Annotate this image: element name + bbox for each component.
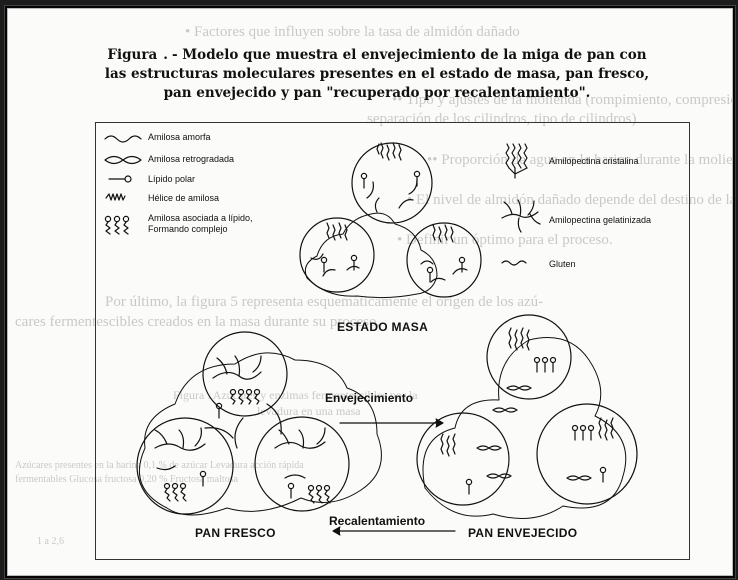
gluten-wave-icon [501, 260, 527, 266]
dough-circle-left [299, 217, 375, 293]
twisted-chain-icon [104, 155, 142, 165]
caption-text: - Modelo que muestra el envejecimiento d… [171, 47, 647, 63]
stage-label-dough: ESTADO MASA [337, 320, 429, 334]
dough-circle-right [406, 222, 482, 298]
stale-circle-left [416, 412, 510, 506]
fresh-circle-right [254, 416, 350, 512]
stage-label-stale: PAN ENVEJECIDO [468, 526, 578, 540]
branch-tree-icon [501, 199, 541, 233]
ghost-text-line: fermentables Glucosa fructosa 0,20 % Fru… [15, 474, 238, 485]
aging-arrow [339, 418, 444, 428]
legend-label-helice-amilosa: Hélice de amilosa [148, 193, 220, 203]
figure-label: Figura [107, 47, 158, 63]
wavy-line-icon [104, 135, 142, 143]
legend-label-amilopectina-cristalina: Amilopectina cristalina [549, 156, 639, 166]
arrow-label-reheating: Recalentamiento [329, 514, 426, 528]
dough-cluster [299, 142, 482, 299]
legend-label-amilosa-lipido: Amilosa asociada a lípido, [148, 213, 253, 223]
ghost-text-line: separación de los cilindros, tipo de cil… [367, 111, 637, 127]
ghost-text-line: • El nivel de almidón dañado depende del… [407, 192, 733, 208]
fresh-circle-top [202, 331, 288, 417]
ghost-text-line: cares fermentescibles creados en la masa… [15, 314, 381, 330]
fresh-bread-cluster [136, 331, 382, 516]
arrow-label-aging: Envejecimiento [325, 391, 414, 405]
legend-label-amilosa-lipido-2: Formando complejo [148, 224, 228, 234]
bread-staling-diagram [104, 135, 638, 536]
ghost-text-line: •• Proporción de agua en la harina duran… [427, 152, 735, 168]
ghost-text-line: 1 a 2,6 [37, 536, 64, 547]
stale-circle-top [486, 314, 572, 400]
legend-label-amilosa-retrogradada: Amilosa retrogradada [148, 154, 235, 164]
coil-lollipop-icon [104, 215, 130, 235]
caption-line-1: Figura.- Modelo que muestra el envejecim… [47, 46, 707, 65]
ghost-text-line: •• Tipo y ajustes de la molienda (rompim… [392, 92, 735, 108]
legend-label-gluten: Gluten [549, 259, 576, 269]
legend-label-amilopectina-gelatinizada: Amilopectina gelatinizada [549, 215, 652, 225]
ghost-text-line: Azúcares presentes en la harina 0,1 % de… [15, 460, 304, 471]
fresh-circle-left [136, 417, 234, 515]
lollipop-icon [108, 175, 132, 183]
caption-line-3: pan envejecido y pan "recuperado por rec… [163, 85, 591, 101]
legend-label-lipido-polar: Lípido polar [148, 174, 196, 184]
reheating-arrow [332, 526, 456, 536]
stage-label-fresh: PAN FRESCO [195, 526, 276, 540]
caption-line-2: las estructuras moleculares presentes en… [104, 66, 650, 82]
ghost-text-line: • Factores que influyen sobre la tasa de… [185, 24, 520, 40]
stale-bread-cluster [416, 314, 638, 519]
ghost-text-line: Figura . Azúcares y enzimas fermentescib… [173, 388, 418, 402]
ghost-text-line: levadura en una masa [257, 404, 361, 418]
document-page: • Factores que influyen sobre la tasa de… [5, 6, 735, 578]
helix-icon [105, 193, 126, 201]
diagram-frame [95, 122, 690, 560]
figure-number: . [163, 47, 168, 63]
ghost-text-line: Por último, la figura 5 representa esque… [105, 294, 544, 310]
legend-label-amilosa-amorfa: Amilosa amorfa [148, 132, 211, 142]
dough-circle-top [351, 142, 433, 224]
crystal-cluster-icon [505, 143, 528, 179]
stale-circle-right [536, 403, 638, 505]
figure-caption: Figura.- Modelo que muestra el envejecim… [47, 46, 707, 103]
